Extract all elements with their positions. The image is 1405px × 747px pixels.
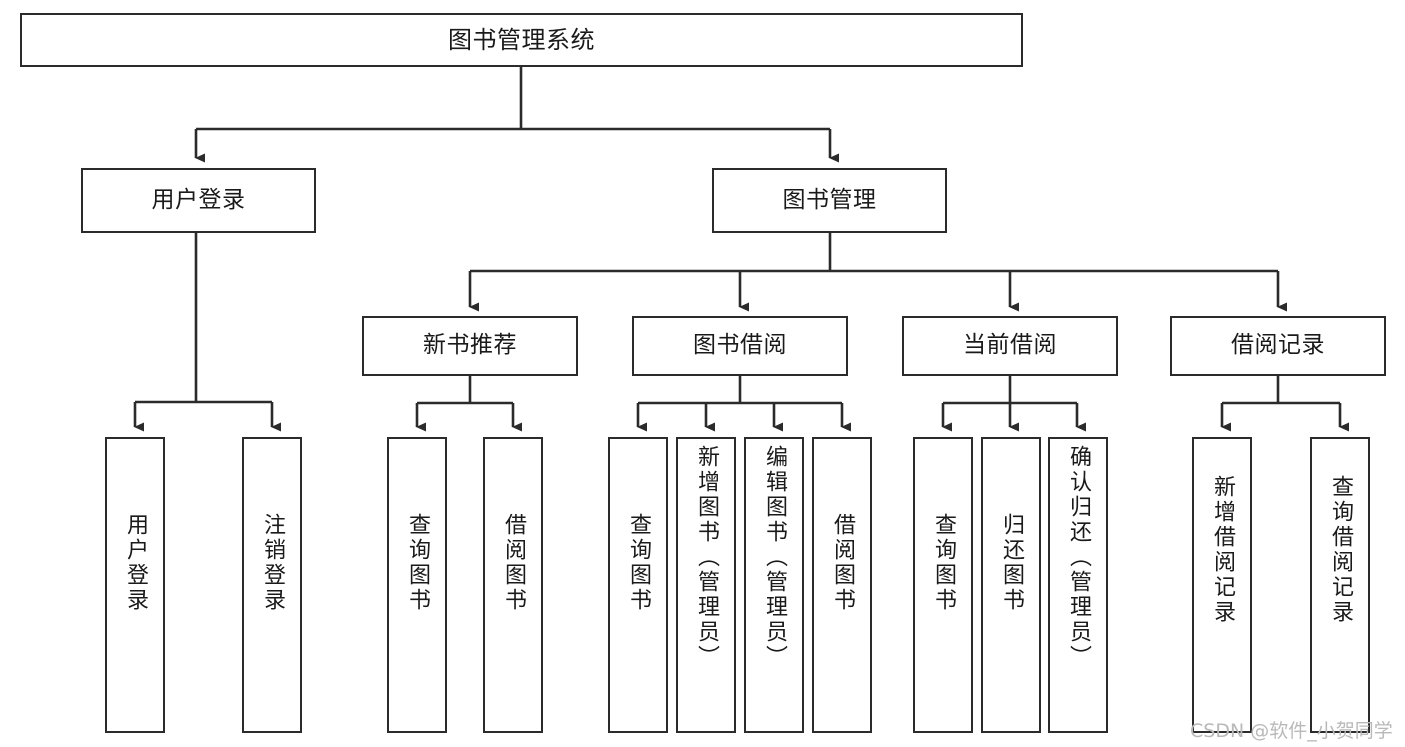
leaf-query-book-borrow[interactable]: 查询图书 <box>608 437 668 733</box>
node-label: 确认归还（管理员） <box>1066 445 1091 670</box>
node-label: 查询图书 <box>931 513 956 613</box>
leaf-add-borrow-record[interactable]: 新增借阅记录 <box>1192 437 1252 733</box>
node-label: 新增图书（管理员） <box>694 445 719 670</box>
node-book-borrow[interactable]: 图书借阅 <box>632 316 848 376</box>
node-label: 查询图书 <box>405 513 430 613</box>
leaf-edit-book-admin[interactable]: 编辑图书（管理员） <box>744 437 804 733</box>
leaf-return-book[interactable]: 归还图书 <box>981 437 1041 733</box>
node-label: 新书推荐 <box>423 332 517 359</box>
node-label: 借阅图书 <box>501 513 526 613</box>
node-book-management[interactable]: 图书管理 <box>712 168 947 233</box>
leaf-add-book-admin[interactable]: 新增图书（管理员） <box>676 437 736 733</box>
node-label: 新增借阅记录 <box>1210 475 1235 625</box>
leaf-borrow-book-new-recommend[interactable]: 借阅图书 <box>483 437 543 733</box>
node-label: 用户登录 <box>151 186 246 213</box>
leaf-query-book-current[interactable]: 查询图书 <box>913 437 973 733</box>
node-borrow-record[interactable]: 借阅记录 <box>1170 316 1386 376</box>
node-label: 图书管理系统 <box>448 25 595 54</box>
node-label: 图书借阅 <box>693 332 787 359</box>
leaf-logout[interactable]: 注销登录 <box>242 437 302 733</box>
node-label: 用户登录 <box>123 513 148 613</box>
node-root-book-management-system[interactable]: 图书管理系统 <box>20 13 1023 67</box>
node-label: 注销登录 <box>260 513 285 613</box>
node-label: 编辑图书（管理员） <box>762 445 787 670</box>
node-user-login[interactable]: 用户登录 <box>81 168 316 233</box>
leaf-borrow-book-borrow[interactable]: 借阅图书 <box>812 437 872 733</box>
leaf-query-borrow-record[interactable]: 查询借阅记录 <box>1310 437 1370 733</box>
csdn-watermark: CSDN @软件_小贺同学 <box>1190 720 1393 742</box>
node-label: 归还图书 <box>999 513 1024 613</box>
leaf-user-login[interactable]: 用户登录 <box>105 437 165 733</box>
node-label: 图书管理 <box>782 186 877 213</box>
leaf-query-book-new-recommend[interactable]: 查询图书 <box>387 437 447 733</box>
node-current-borrow[interactable]: 当前借阅 <box>902 316 1118 376</box>
node-label: 借阅记录 <box>1231 332 1325 359</box>
leaf-confirm-return-admin[interactable]: 确认归还（管理员） <box>1048 437 1108 733</box>
node-label: 查询借阅记录 <box>1328 475 1353 625</box>
node-label: 查询图书 <box>626 513 651 613</box>
node-label: 当前借阅 <box>963 332 1057 359</box>
node-new-book-recommend[interactable]: 新书推荐 <box>362 316 578 376</box>
node-label: 借阅图书 <box>830 513 855 613</box>
